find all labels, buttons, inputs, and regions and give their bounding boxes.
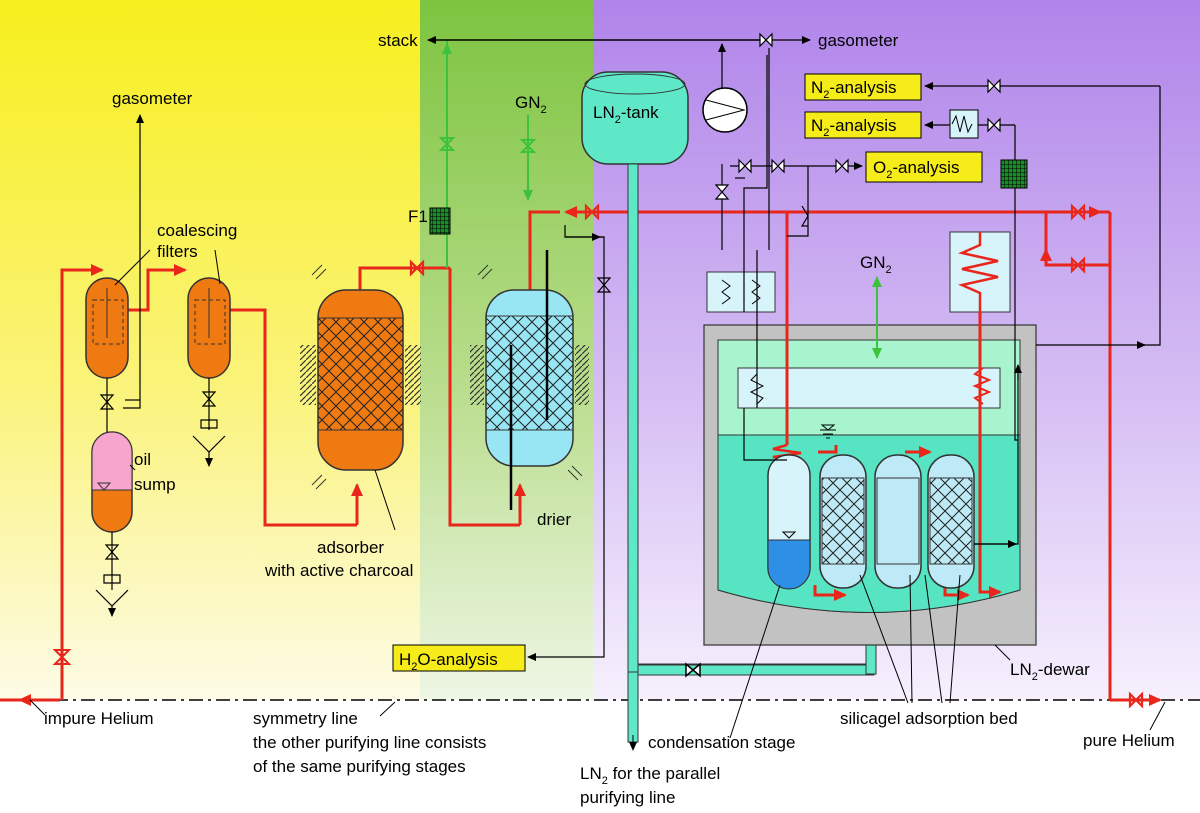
label-symmetry-3: of the same purifying stages [253,757,466,776]
drain-lines [95,114,226,617]
label-impure-helium: impure Helium [44,709,154,728]
leader-lines [29,249,1166,739]
label-stack: stack [378,31,418,50]
heat-exchanger-vertical [949,231,1011,313]
label-ln2-tank: LN2-tank [593,103,659,126]
filter-f1 [429,207,451,235]
inlet-valve [52,649,72,665]
label-ln2-parallel-2: purifying line [580,788,675,807]
cryo-valves [714,32,1001,227]
drier-vessel [470,250,589,510]
label-o2-analysis: O2-analysis [873,158,959,181]
coalescing-filter-2 [187,277,231,379]
h2o-analysis-line [527,225,612,661]
adsorber-charcoal [300,264,421,531]
label-gasometer-left: gasometer [112,89,193,108]
label-ln2-dewar: LN2-dewar [1010,660,1090,683]
analysis-exchanger [949,109,979,139]
o2-analysis-box [865,151,983,183]
red-valves-upper [409,203,600,277]
labels: stack gasometer gasometer GN2 GN2 LN2-ta… [44,31,1175,807]
oil-sump [91,431,133,533]
pump-icon [702,87,748,133]
label-gasometer-top: gasometer [818,31,899,50]
red-valves-right [1070,203,1144,709]
silicagel-bed-2 [874,454,922,589]
heat-exchanger-horizontal [737,367,1001,409]
label-n2-analysis-2: N2-analysis [811,116,897,139]
label-gn2-left: GN2 [515,93,547,116]
gn2-line-drier [519,115,537,201]
condensation-vessel [767,454,811,590]
label-coalescing-1: coalescing [157,221,237,240]
silicagel-bed-3 [927,454,975,589]
filter-right [1000,159,1028,189]
drier-piping [448,206,980,527]
label-silicagel: silicagel adsorption bed [840,709,1018,728]
label-gn2-right: GN2 [860,253,892,276]
label-coalescing-2: filters [157,242,198,261]
silicagel-bed-1 [819,454,867,589]
label-oil-sump-1: oil [134,450,151,469]
n2-analysis-box-2 [804,111,922,139]
stack-valve [438,137,456,151]
label-symmetry-2: the other purifying line consists [253,733,486,752]
label-f1: F1 [408,207,428,226]
h2o-analysis-box [392,644,526,672]
label-oil-sump-2: sump [134,475,176,494]
label-adsorber-1: adsorber [317,538,384,557]
cold-helium-piping [781,206,1162,706]
label-condensation-stage: condensation stage [648,733,795,752]
heat-exchanger-small [706,271,776,313]
label-n2-analysis-1: N2-analysis [811,78,897,101]
label-pure-helium: pure Helium [1083,731,1175,750]
label-drier: drier [537,510,571,529]
label-symmetry-1: symmetry line [253,709,358,728]
label-h2o-analysis: H2O-analysis [399,650,498,673]
coalescing-filter-1 [85,277,129,379]
n2-analysis-box-1 [804,73,922,101]
label-adsorber-2: with active charcoal [264,561,413,580]
label-ln2-parallel-1: LN2 for the parallel [580,764,720,787]
